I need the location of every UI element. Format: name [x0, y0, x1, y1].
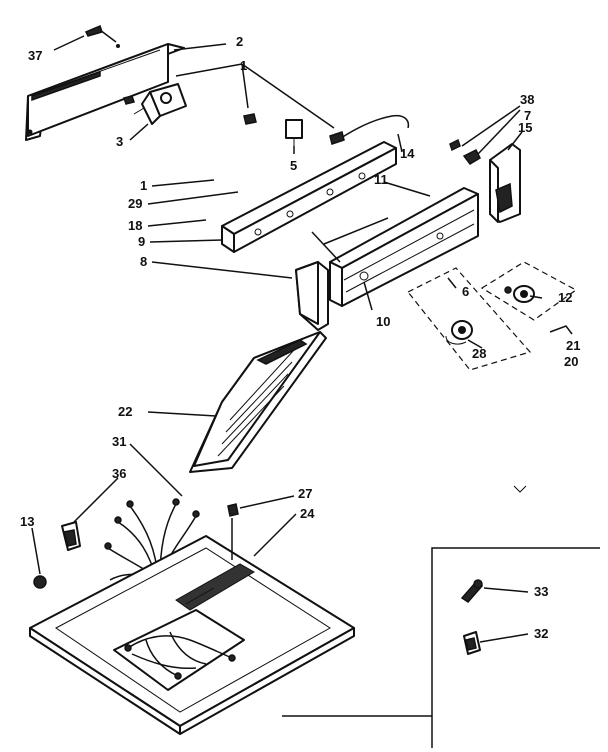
switch-5[interactable]	[243, 113, 303, 146]
callout-6: 6	[462, 284, 469, 299]
end-cap-8[interactable]	[295, 261, 329, 331]
callout-24: 24	[300, 506, 315, 521]
callout-28: 28	[472, 346, 486, 361]
timer-3[interactable]	[123, 83, 187, 125]
callout-14: 14	[400, 146, 415, 161]
callout-7: 7	[524, 108, 531, 123]
callout-2: 2	[236, 34, 243, 49]
knob-12[interactable]	[504, 285, 535, 303]
inset-frame	[282, 547, 600, 748]
clip-36[interactable]	[61, 521, 81, 551]
support-bar-9[interactable]	[221, 141, 397, 253]
callout-5: 5	[290, 158, 297, 173]
console-11[interactable]	[329, 187, 479, 307]
screw-27[interactable]	[227, 503, 239, 517]
callout-12: 12	[558, 290, 572, 305]
callout-10: 10	[376, 314, 390, 329]
clip-32[interactable]	[463, 631, 481, 655]
knob-28[interactable]	[445, 320, 473, 345]
callout-9: 9	[138, 234, 145, 249]
end-bracket-15[interactable]	[449, 138, 521, 223]
arrow-mark-icon	[513, 485, 527, 493]
control-panel-22[interactable]	[189, 331, 327, 473]
wire-14[interactable]	[329, 114, 410, 145]
callout-36: 36	[112, 466, 126, 481]
callout-31: 31	[112, 434, 126, 449]
callout-32: 32	[534, 626, 548, 641]
callout-22: 22	[118, 404, 132, 419]
screw-33[interactable]	[460, 579, 484, 603]
callout-18: 18	[128, 218, 142, 233]
callout-21: 21	[566, 338, 580, 353]
top-harness[interactable]	[124, 631, 236, 680]
callout-37: 37	[28, 48, 42, 63]
callout-1-mid: 1	[140, 178, 147, 193]
knob-group-box-20	[407, 267, 532, 371]
callout-15: 15	[518, 120, 532, 135]
knob-group-box-21	[480, 261, 578, 321]
callout-13: 13	[20, 514, 34, 529]
callout-27: 27	[298, 486, 312, 501]
screw-37[interactable]	[84, 24, 117, 43]
callout-38: 38	[520, 92, 534, 107]
callout-labels: 37 2 1 3 5 14 38 7 15 11 1 29 18 9 8 6 1…	[20, 34, 580, 641]
callout-1-top: 1	[240, 58, 247, 73]
callout-29: 29	[128, 196, 142, 211]
rear-control-panel[interactable]	[25, 43, 185, 141]
plug-13[interactable]	[33, 575, 47, 589]
callout-8: 8	[140, 254, 147, 269]
leader-lines	[31, 35, 573, 643]
callout-11: 11	[374, 172, 388, 187]
cabinet-top-24[interactable]	[29, 535, 355, 735]
callout-3: 3	[116, 134, 123, 149]
callout-33: 33	[534, 584, 548, 599]
callout-20: 20	[564, 354, 578, 369]
